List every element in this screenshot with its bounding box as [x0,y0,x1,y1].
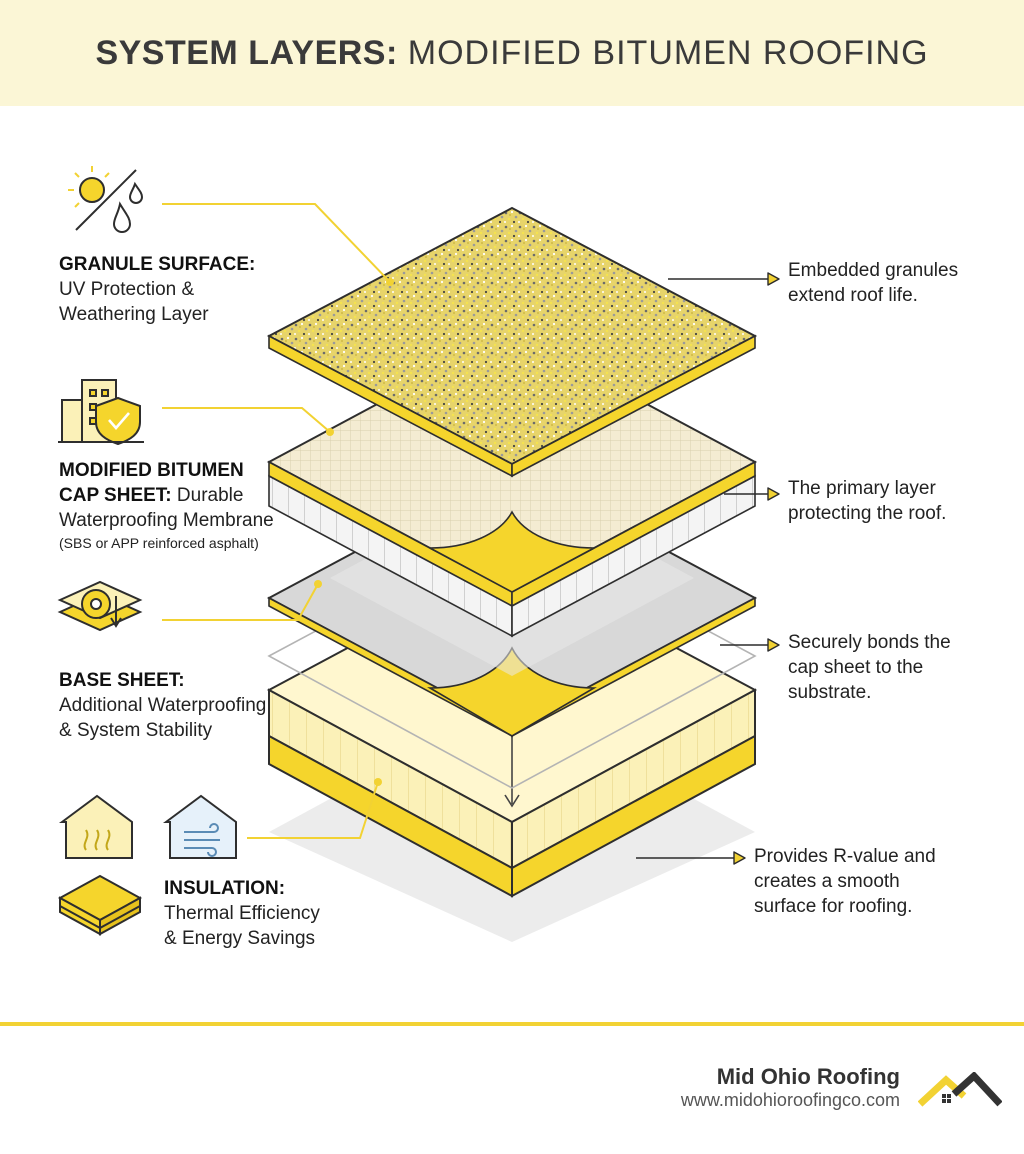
granule-surface-note-1: Embedded granules [788,260,959,281]
gear-layers-icon [57,580,143,632]
granule-surface-label: GRANULE SURFACE: UV Protection & Weather… [59,252,255,327]
insulation-label: INSULATION: Thermal Efficiency & Energy … [164,876,320,951]
house-heat-icon [58,794,133,859]
sun-and-rain-icon [68,166,144,233]
footer-divider [0,1022,1024,1026]
page-title-light: MODIFIED BITUMEN ROOFING [407,33,929,72]
granule-surface-note-2: extend roof life. [788,285,918,306]
granule-surface-desc-1: UV Protection & [59,279,195,300]
cap-sheet-note-2: protecting the roof. [788,503,947,524]
page-title: SYSTEM LAYERS: MODIFIED BITUMEN ROOFING [95,34,928,73]
base-sheet-label: BASE SHEET: Additional Waterproofing & S… [59,668,266,743]
roof-logo-icon [918,1072,1002,1107]
house-wind-icon [162,794,237,859]
cap-sheet-desc-inline: Durable [176,485,244,506]
exploded-layers-illustration [57,166,780,942]
header-band: SYSTEM LAYERS: MODIFIED BITUMEN ROOFING [0,0,1024,106]
insulation-note-1: Provides R-value and [754,846,936,867]
insulation-desc-1: Thermal Efficiency [164,903,320,924]
left-leaders [162,203,394,839]
insulation-title: INSULATION: [164,878,286,899]
right-arrows [636,272,780,865]
insulation-note: Provides R-value and creates a smooth su… [754,844,936,919]
insulation-desc-2: & Energy Savings [164,928,316,949]
insulation-note-3: surface for roofing. [754,896,913,917]
cap-sheet-note: The primary layer protecting the roof. [788,476,946,526]
layer-diagram: GRANULE SURFACE: UV Protection & Weather… [0,106,1024,1020]
page-title-bold: SYSTEM LAYERS: [95,33,398,72]
cap-sheet-title-2: CAP SHEET: [59,485,172,506]
granule-surface-title: GRANULE SURFACE: [59,254,256,275]
insulation-board-icon [57,874,143,936]
granule-surface-layer [266,206,758,478]
base-sheet-note-2: cap sheet to the [788,657,924,678]
cap-sheet-title-1: MODIFIED BITUMEN [59,460,244,481]
base-sheet-note: Securely bonds the cap sheet to the subs… [788,630,951,705]
granule-surface-desc-2: Weathering Layer [59,304,209,325]
base-sheet-note-1: Securely bonds the [788,632,951,653]
brand-name: Mid Ohio Roofing [716,1064,900,1089]
base-sheet-note-3: substrate. [788,682,872,703]
cap-sheet-note-1: The primary layer [788,478,936,499]
base-sheet-desc-2: & System Stability [59,720,213,741]
granule-surface-note: Embedded granules extend roof life. [788,258,958,308]
cap-sheet-desc-1: Waterproofing Membrane [59,510,274,531]
insulation-note-2: creates a smooth [754,871,900,892]
building-shield-icon [58,379,144,446]
cap-sheet-label: MODIFIED BITUMEN CAP SHEET: Durable Wate… [59,458,274,553]
brand-url: www.midohioroofingco.com [680,1090,900,1110]
base-sheet-title: BASE SHEET: [59,670,185,691]
cap-sheet-desc-small: (SBS or APP reinforced asphalt) [59,535,259,551]
base-sheet-desc-1: Additional Waterproofing [59,695,267,716]
